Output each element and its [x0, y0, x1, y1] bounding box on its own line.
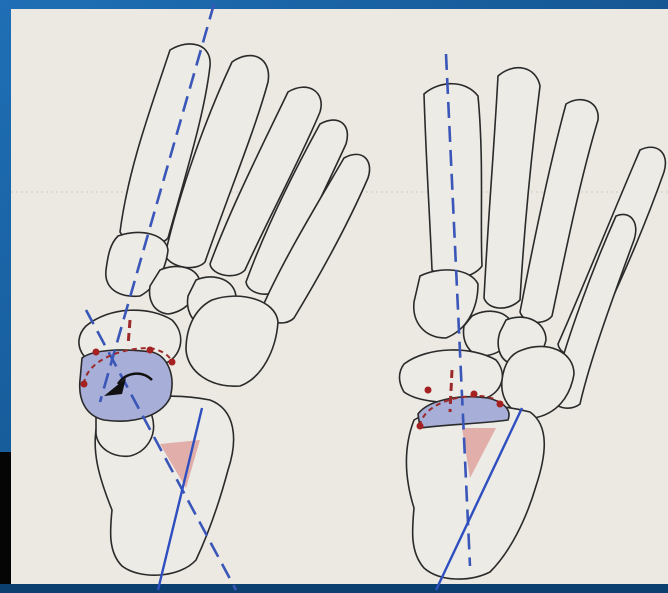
left-point-4 [169, 359, 176, 366]
left-point-2 [93, 349, 100, 356]
left-point-3 [147, 347, 154, 354]
right-point-4 [497, 401, 504, 408]
bottom-frame-strip [0, 584, 668, 593]
right-point-3 [471, 391, 478, 398]
dark-corner [0, 452, 11, 593]
right-point-1 [417, 423, 424, 430]
left-point-1 [81, 381, 88, 388]
right-point-2 [425, 387, 432, 394]
